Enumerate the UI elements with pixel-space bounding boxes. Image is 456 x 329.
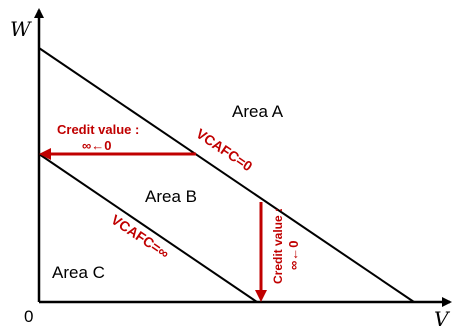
origin-label: 0 xyxy=(24,307,33,326)
upper-line-label: VCAFC=0 xyxy=(193,125,255,174)
horizontal-arrow-text-1: Credit value : xyxy=(57,122,139,137)
y-axis-label: W xyxy=(10,17,32,41)
horizontal-arrow-text-2: ∞←0 xyxy=(82,138,112,153)
lower-line-label: VCAFC=∞ xyxy=(108,211,172,261)
lower-diagonal-line xyxy=(38,153,258,303)
area-c-label: Area C xyxy=(52,263,105,282)
x-axis-label: V xyxy=(434,307,451,329)
upper-diagonal-line xyxy=(38,47,415,303)
area-a-label: Area A xyxy=(232,102,284,121)
vertical-arrow-text-1: Credit value : xyxy=(271,208,285,284)
vertical-arrow-text-2: ∞←0 xyxy=(286,241,301,271)
area-b-label: Area B xyxy=(145,187,197,206)
